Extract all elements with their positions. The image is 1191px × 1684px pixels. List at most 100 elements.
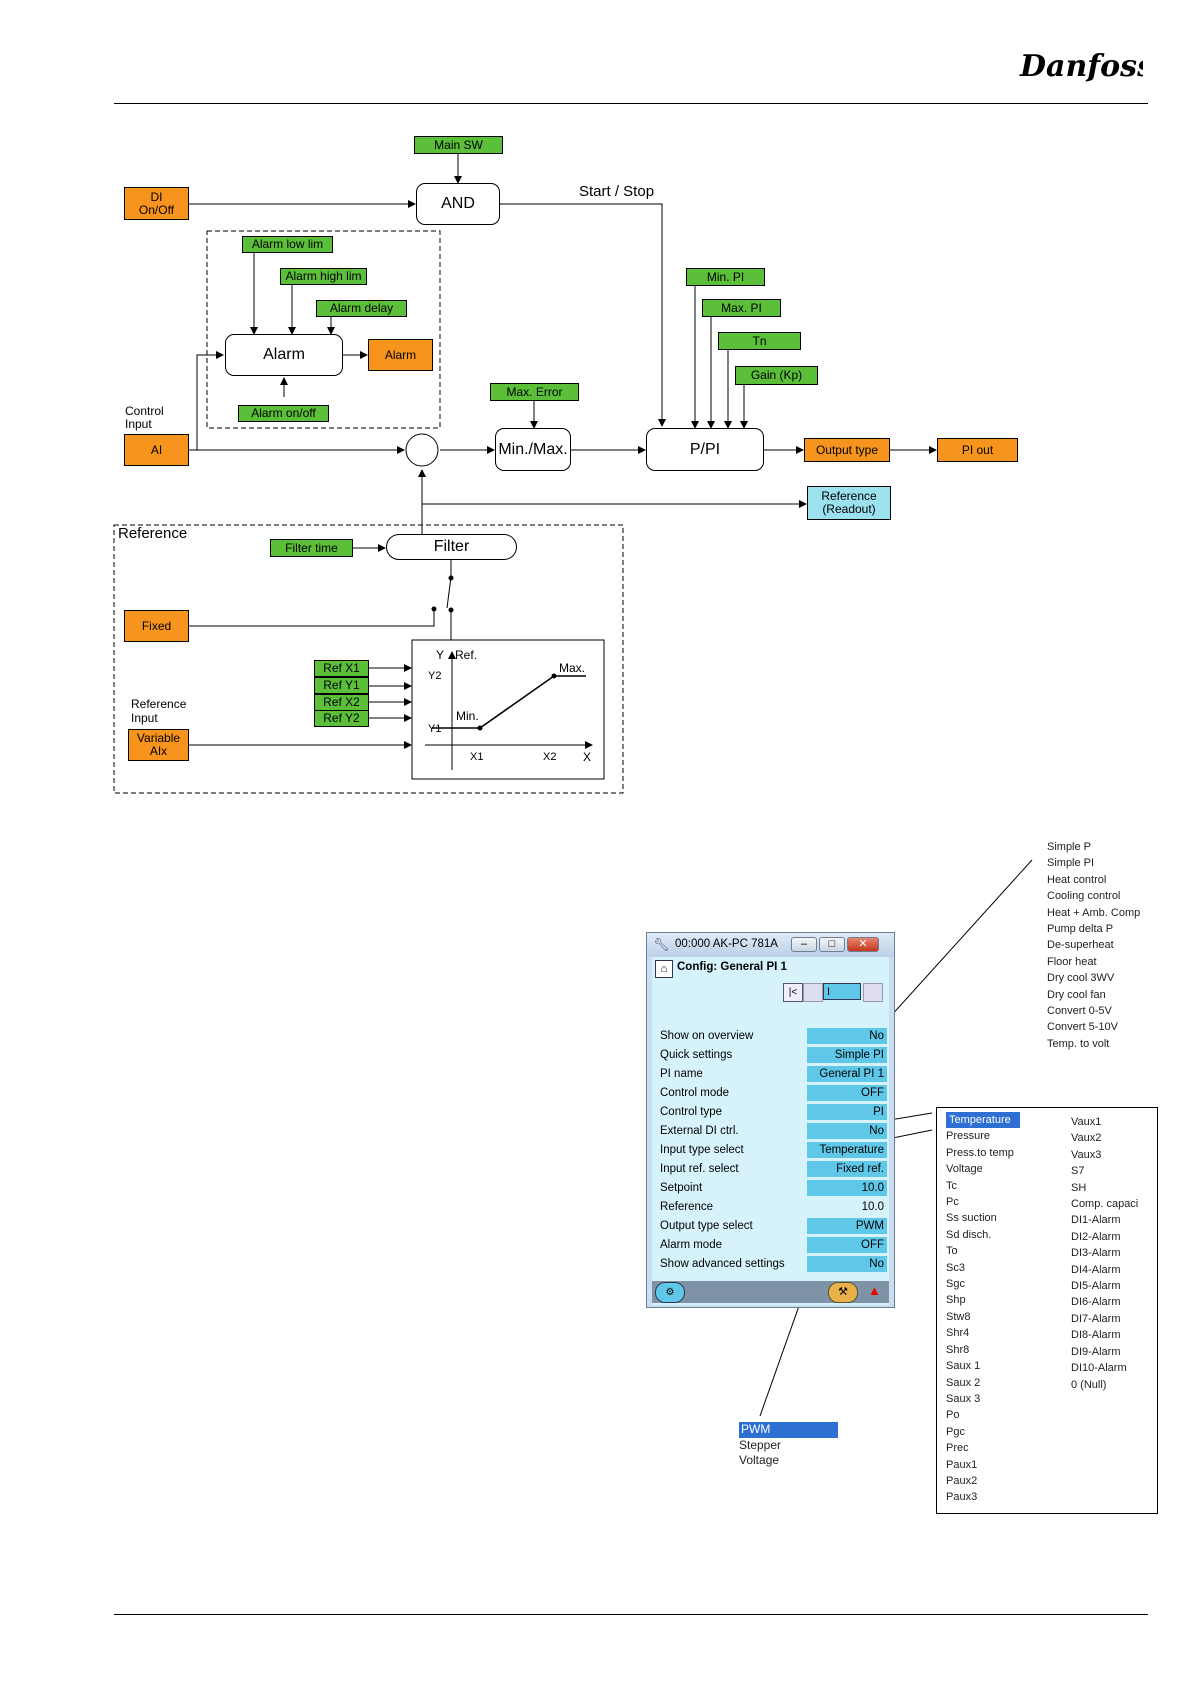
list-item[interactable]: Heat + Amb. Comp [1047,906,1141,919]
ref-x2-box: Ref X2 [314,694,369,711]
maximize-button[interactable]: □ [819,937,845,952]
list-item[interactable]: Saux 3 [946,1392,981,1405]
setting-value[interactable]: PWM [807,1218,887,1234]
graph-min-label: Min. [456,709,479,723]
list-item[interactable]: De-superheat [1047,939,1114,952]
setting-value[interactable]: OFF [807,1237,887,1253]
list-item[interactable]: Temperature [946,1112,1020,1129]
network-icon[interactable]: ⚙ [655,1282,685,1303]
list-item[interactable]: Ss suction [946,1212,997,1225]
list-item[interactable]: Tc [946,1179,957,1192]
nav-prev-button[interactable] [803,983,823,1002]
list-item[interactable]: Vaux2 [1071,1132,1102,1145]
list-item[interactable]: Simple PI [1047,857,1095,870]
setting-value[interactable]: Simple PI [807,1047,887,1063]
list-item[interactable]: DI5-Alarm [1071,1280,1121,1293]
nav-first-button[interactable]: |< [783,983,803,1002]
setting-value[interactable]: No [807,1028,887,1044]
list-item[interactable]: Saux 1 [946,1360,981,1373]
list-item[interactable]: S7 [1071,1165,1085,1178]
list-item[interactable]: Heat control [1047,873,1107,886]
start-stop-label: Start / Stop [579,183,655,200]
list-item[interactable]: Saux 2 [946,1376,981,1389]
setting-value[interactable]: Fixed ref. [807,1161,887,1177]
nav-next-button[interactable] [863,983,883,1002]
list-item[interactable]: Vaux3 [1071,1148,1102,1161]
window-content: ⌂ Config: General PI 1 |< I Show on over… [652,957,889,1305]
list-item[interactable]: Paux1 [946,1458,978,1471]
list-item[interactable]: DI7-Alarm [1071,1312,1121,1325]
output-type-box: Output type [804,438,890,462]
list-item[interactable]: DI8-Alarm [1071,1329,1121,1342]
output-type-options: PWM Stepper Voltage [739,1422,838,1469]
list-item[interactable]: DI6-Alarm [1071,1296,1121,1309]
tn-box: Tn [718,332,801,350]
list-item[interactable]: Temp. to volt [1047,1037,1110,1050]
list-item[interactable]: Dry cool 3WV [1047,972,1115,985]
variable-aix-box: Variable AIx [128,729,189,761]
list-item[interactable]: Press.to temp [946,1146,1014,1159]
list-item[interactable]: PWM [739,1422,838,1438]
list-item[interactable]: Sc3 [946,1261,965,1274]
setting-value[interactable]: No [807,1256,887,1272]
list-item[interactable]: Pressure [946,1130,991,1143]
home-icon[interactable]: ⌂ [655,960,673,978]
setting-label: Quick settings [660,1049,733,1061]
list-item[interactable]: DI3-Alarm [1071,1247,1121,1260]
list-item[interactable]: Prec [946,1442,969,1455]
list-item[interactable]: Comp. capaci [1071,1198,1139,1211]
list-item[interactable]: SH [1071,1181,1087,1194]
nav-field[interactable]: I [823,983,861,1000]
list-item[interactable]: DI2-Alarm [1071,1230,1121,1243]
list-item[interactable]: DI10-Alarm [1071,1362,1127,1375]
list-item[interactable]: Voltage [946,1163,983,1176]
list-item[interactable]: DI4-Alarm [1071,1263,1121,1276]
list-item[interactable]: Convert 5-10V [1047,1021,1118,1034]
setting-value[interactable]: OFF [807,1085,887,1101]
list-item[interactable]: Vaux1 [1071,1116,1102,1128]
setting-value[interactable]: 10.0 [807,1180,887,1196]
list-item[interactable]: Stw8 [946,1310,971,1323]
list-item[interactable]: Paux3 [946,1491,978,1504]
ai-box: AI [124,434,189,466]
list-item[interactable]: DI9-Alarm [1071,1345,1121,1358]
close-button[interactable]: ✕ [847,937,879,952]
list-item[interactable]: Paux2 [946,1474,978,1487]
list-item[interactable]: Pc [946,1196,959,1209]
minimize-button[interactable]: – [791,937,817,952]
list-item[interactable]: Convert 0-5V [1047,1005,1112,1018]
list-item[interactable]: Simple P [1047,841,1092,853]
list-item[interactable]: Po [946,1409,960,1422]
setting-label: Alarm mode [660,1239,722,1251]
list-item[interactable]: Cooling control [1047,890,1121,903]
list-item[interactable]: Shr8 [946,1343,970,1356]
setting-value[interactable]: PI [807,1104,887,1120]
footer-rule [114,1614,1148,1615]
list-item[interactable]: Shr4 [946,1327,970,1340]
filter-time-box: Filter time [270,539,353,557]
list-item[interactable]: Stepper [739,1437,782,1452]
tools-icon[interactable]: ⚒ [828,1282,858,1303]
list-item[interactable]: Floor heat [1047,955,1097,968]
list-item[interactable]: Pgc [946,1425,965,1438]
list-item[interactable]: Sgc [946,1278,965,1291]
list-item[interactable]: To [946,1245,958,1258]
setting-value[interactable]: General PI 1 [807,1066,887,1082]
input-type-options-panel: Temperature Pressure Press.to temp Volta… [936,1107,1158,1514]
alarm-bell-icon[interactable]: ▲ [868,1283,881,1298]
list-item[interactable]: Pump delta P [1047,923,1114,936]
setting-value[interactable]: Temperature [807,1142,887,1158]
list-item[interactable]: 0 (Null) [1071,1378,1107,1391]
list-item[interactable]: Voltage [739,1453,780,1467]
list-item[interactable]: DI1-Alarm [1071,1214,1121,1227]
window-titlebar[interactable]: 🔧︎ 00:000 AK-PC 781A – □ ✕ [647,933,894,957]
setting-label: Show advanced settings [660,1258,785,1270]
main-sw-box: Main SW [414,136,503,154]
list-item[interactable]: Dry cool fan [1047,988,1106,1001]
setting-value[interactable]: No [807,1123,887,1139]
list-item[interactable]: Sd disch. [946,1228,992,1241]
list-item[interactable]: Shp [946,1294,966,1307]
